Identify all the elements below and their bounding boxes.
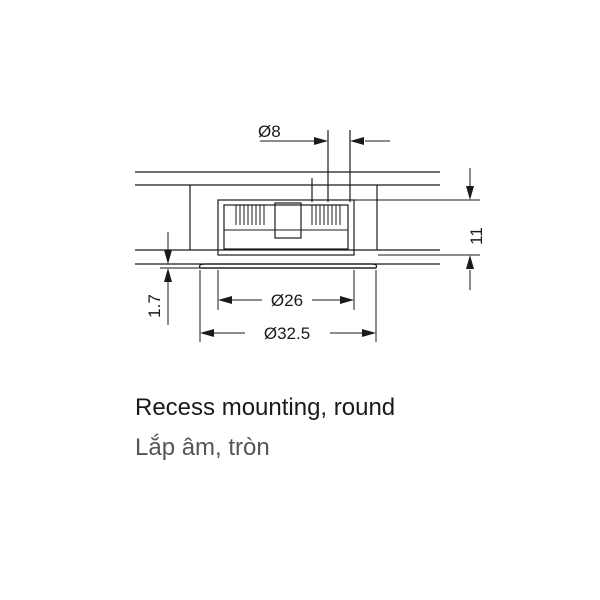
height-label: 11 [467, 227, 486, 245]
cable-diameter-dimension [260, 137, 390, 145]
light-housing [217, 199, 355, 256]
height-dimension [354, 168, 480, 290]
cable [311, 130, 351, 202]
inner-diameter-dimension [217, 270, 355, 310]
caption-vietnamese: Lắp âm, tròn [135, 434, 270, 461]
cooling-fins [235, 205, 341, 225]
flange-thickness-dimension [160, 232, 200, 325]
cable-diameter-label: Ø8 [258, 122, 281, 141]
outer-diameter-dimension [199, 270, 377, 342]
outer-diameter-label: Ø32.5 [264, 324, 310, 343]
mounting-board [135, 171, 440, 265]
caption-english: Recess mounting, round [135, 394, 396, 421]
flange-thickness-label: 1.7 [145, 294, 164, 318]
inner-diameter-label: Ø26 [271, 291, 303, 310]
